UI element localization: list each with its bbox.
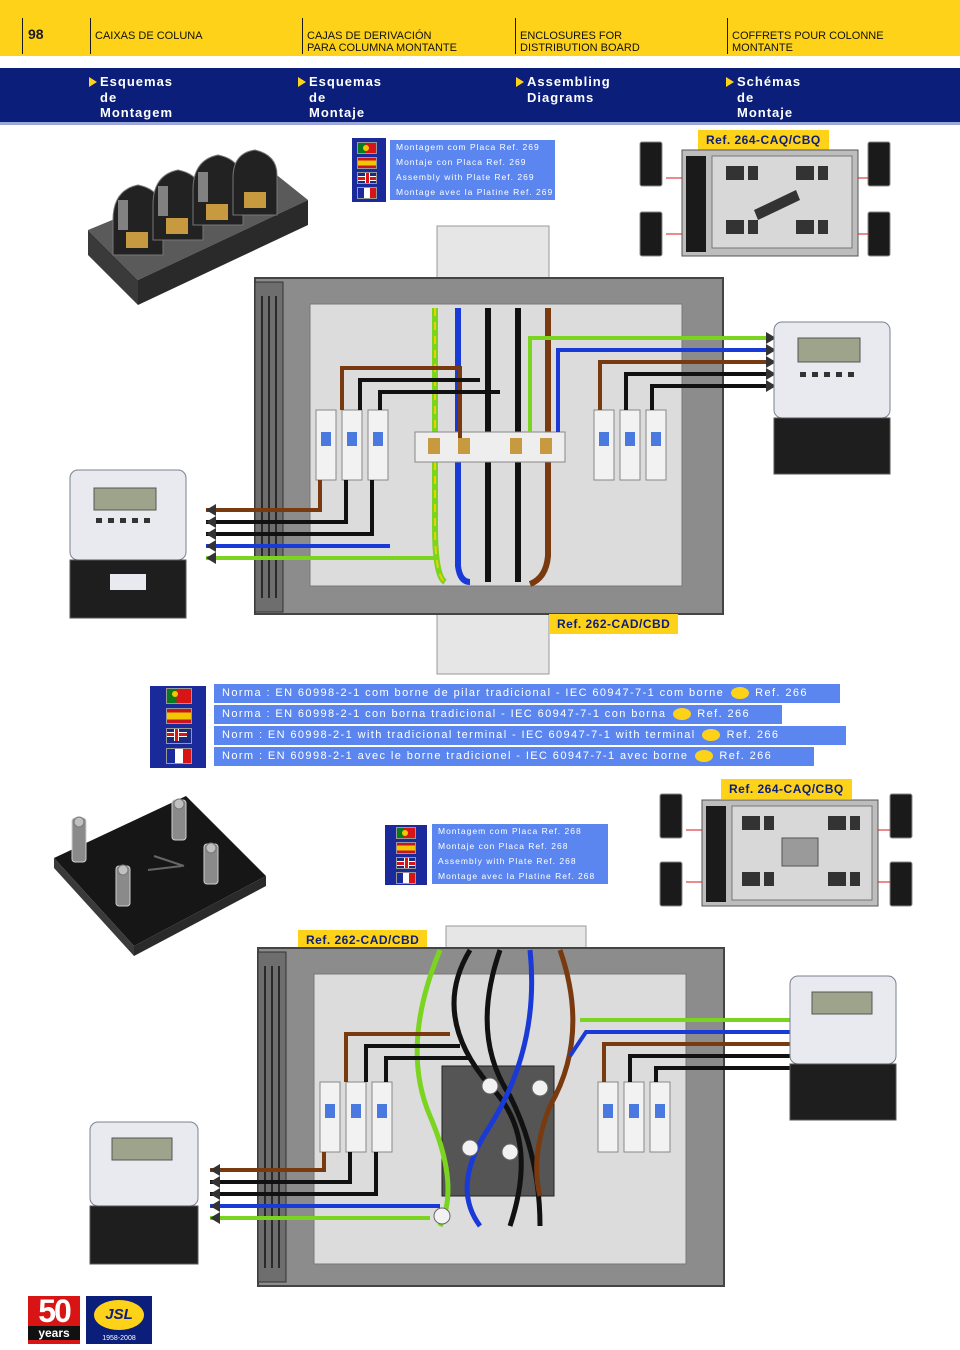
norm-ref: Ref. 266	[755, 687, 808, 699]
arrow-icon	[298, 77, 306, 87]
nav-label: Esquemas	[309, 74, 383, 89]
header-divider	[22, 18, 23, 54]
header-divider	[515, 18, 516, 54]
header-divider	[302, 18, 303, 54]
enclosure-schematic-small	[659, 793, 913, 907]
flag-spain-icon	[396, 842, 416, 854]
flag-france-icon	[357, 187, 377, 199]
header-title-line: DISTRIBUTION BOARD	[520, 42, 640, 54]
flag-spain-icon	[357, 157, 377, 169]
nav-label: Montaje	[309, 105, 366, 120]
caption-line: Montagem com Placa Ref. 268	[432, 824, 608, 839]
energy-meter	[89, 1121, 199, 1265]
ref-label: Ref. 264-CAQ/CBQ	[698, 130, 829, 150]
ref-label: Ref. 264-CAQ/CBQ	[721, 779, 852, 799]
logo-caption: years	[28, 1326, 80, 1340]
brand-logo: JSL 1958-2008	[86, 1296, 152, 1344]
nav-item-fr[interactable]: Schémas de Montaje	[726, 74, 802, 121]
header-title-line: CAIXAS DE COLUNA	[95, 30, 203, 42]
norm-text: Norm : EN 60998-2-1 avec le borne tradic…	[222, 750, 689, 762]
jsl-terminal-icon	[672, 708, 691, 721]
flag-uk-icon	[396, 857, 416, 869]
jsl-terminal-icon	[702, 729, 721, 742]
header-title-line: PARA COLUMNA MONTANTE	[307, 42, 457, 54]
norm-ref: Ref. 266	[726, 729, 780, 741]
header-title-pt: CAIXAS DE COLUNA	[95, 30, 203, 42]
nav-label: de	[309, 89, 327, 105]
enclosure-diagram	[69, 225, 891, 675]
norm-text: Norma : EN 60998-2-1 com borne de pilar …	[222, 687, 725, 699]
flag-uk-icon	[166, 728, 192, 744]
page-number: 98	[28, 26, 44, 42]
header-title-es: CAJAS DE DERIVACIÓN PARA COLUMNA MONTANT…	[307, 30, 457, 54]
flag-uk-icon	[357, 172, 377, 184]
flag-spain-icon	[166, 708, 192, 724]
nav-label: de	[100, 89, 118, 105]
norm-ref: Ref. 266	[697, 708, 751, 720]
nav-item-pt[interactable]: Esquemas de Montagem	[89, 74, 174, 121]
norm-line: Norm : EN 60998-2-1 with tradicional ter…	[214, 726, 846, 745]
terminal-block-photo	[88, 149, 308, 305]
nav-label: de	[737, 89, 755, 105]
jsl-terminal-icon	[694, 750, 713, 763]
nav-label: Montagem	[100, 105, 173, 120]
header-title-line: CAJAS DE DERIVACIÓN	[307, 30, 432, 42]
norm-line: Norma : EN 60998-2-1 com borne de pilar …	[214, 684, 840, 703]
ref-label: Ref. 262-CAD/CBD	[298, 930, 428, 950]
header-divider	[90, 18, 91, 54]
header-title-fr: COFFRETS POUR COLONNE MONTANTE	[732, 30, 884, 54]
caption-line: Assembly with Plate Ref. 268	[432, 854, 608, 869]
terminal-plate-photo	[54, 796, 266, 956]
flag-france-icon	[396, 872, 416, 884]
header-bar	[0, 0, 960, 56]
norm-text: Norm : EN 60998-2-1 with tradicional ter…	[222, 729, 696, 741]
flag-portugal-icon	[396, 827, 416, 839]
nav-label: Montaje	[737, 105, 794, 120]
brand-name: JSL	[94, 1300, 144, 1330]
arrow-icon	[516, 77, 524, 87]
norm-line: Norma : EN 60998-2-1 con borna tradicion…	[214, 705, 782, 724]
header-title-en: ENCLOSURES FOR DISTRIBUTION BOARD	[520, 30, 640, 54]
header-title-line: COFFRETS POUR COLONNE	[732, 30, 884, 42]
energy-meter	[773, 321, 891, 475]
arrow-icon	[89, 77, 97, 87]
enclosure-diagram	[89, 925, 897, 1287]
caption-line: Assembly with Plate Ref. 269	[390, 170, 555, 185]
logo-number: 50	[38, 1293, 72, 1329]
nav-item-es[interactable]: Esquemas de Montaje	[298, 74, 383, 121]
header-title-line: MONTANTE	[732, 42, 793, 54]
nav-label: Esquemas	[100, 74, 174, 89]
nav-label: Assembling	[527, 74, 611, 89]
nav-label: Diagrams	[527, 89, 595, 105]
flag-portugal-icon	[357, 142, 377, 154]
brand-years: 1958-2008	[102, 1335, 136, 1342]
enclosure-schematic-small	[639, 141, 891, 257]
nav-label: Schémas	[737, 74, 802, 89]
norm-line: Norm : EN 60998-2-1 avec le borne tradic…	[214, 747, 814, 766]
flag-portugal-icon	[166, 688, 192, 704]
header-divider	[727, 18, 728, 54]
energy-meter	[789, 975, 897, 1121]
jsl-terminal-icon	[730, 687, 749, 700]
header-title-line: ENCLOSURES FOR	[520, 30, 623, 42]
flag-france-icon	[166, 748, 192, 764]
caption-line: Montaje con Placa Ref. 269	[390, 155, 555, 170]
caption-line: Montage avec la Platine Ref. 269	[390, 185, 555, 200]
anniversary-logo: 50 years	[28, 1293, 80, 1344]
ref-label: Ref. 262-CAD/CBD	[549, 614, 679, 634]
caption-line: Montaje con Placa Ref. 268	[432, 839, 608, 854]
caption-line: Montagem com Placa Ref. 269	[390, 140, 555, 155]
nav-item-en[interactable]: Assembling Diagrams	[516, 74, 611, 105]
norm-text: Norma : EN 60998-2-1 con borna tradicion…	[222, 708, 667, 720]
norm-ref: Ref. 266	[719, 750, 773, 762]
arrow-icon	[726, 77, 734, 87]
section-nav: Esquemas de Montagem Esquemas de Montaje…	[0, 68, 960, 125]
energy-meter	[69, 469, 187, 619]
caption-line: Montage avec la Platine Ref. 268	[432, 869, 608, 884]
